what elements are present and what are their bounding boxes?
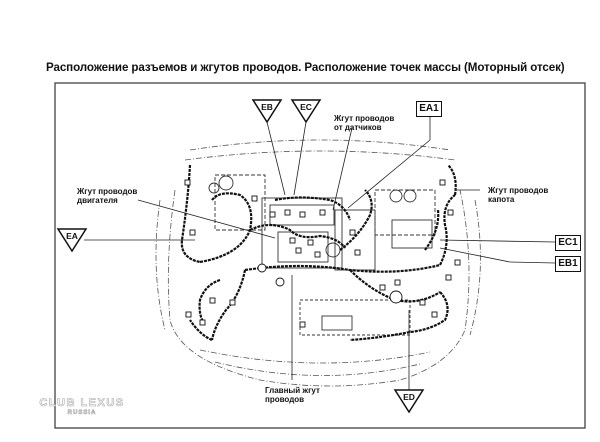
engine-block: [208, 174, 436, 336]
ground-point-ea: EA: [66, 231, 78, 241]
connector-ec1: EC1: [555, 235, 581, 251]
ground-point-ed: ED: [403, 392, 415, 402]
ground-triangles: [56, 99, 425, 414]
triangle-ed-shape: [393, 389, 425, 414]
label-engine-harness: Жгут проводов двигателя: [77, 187, 138, 205]
watermark-line2: RUSSIA: [67, 410, 97, 417]
connector-eb1: EB1: [555, 256, 581, 272]
watermark-logo: CLUB LEXUS RUSSIA: [22, 397, 142, 417]
connector-ea1: EA1: [416, 101, 442, 117]
triangle-ec-shape: [290, 99, 322, 124]
label-hood-harness: Жгут проводов капота: [488, 186, 549, 204]
triangle-ea-shape: [56, 228, 88, 253]
ground-point-eb: EB: [261, 102, 273, 112]
leader-lines: [84, 117, 556, 390]
diagram-frame: [54, 82, 586, 429]
connectors: [184, 179, 461, 328]
label-main-harness: Главный жгут проводов: [265, 386, 320, 404]
ground-point-ec: EC: [300, 102, 312, 112]
page-title: Расположение разъемов и жгутов проводов.…: [46, 61, 565, 74]
car-body-outline: [155, 139, 481, 387]
triangle-eb-shape: [251, 99, 283, 124]
label-sensor-harness: Жгут проводов от датчиков: [334, 114, 395, 132]
watermark-line1: CLUB LEXUS: [39, 397, 125, 410]
